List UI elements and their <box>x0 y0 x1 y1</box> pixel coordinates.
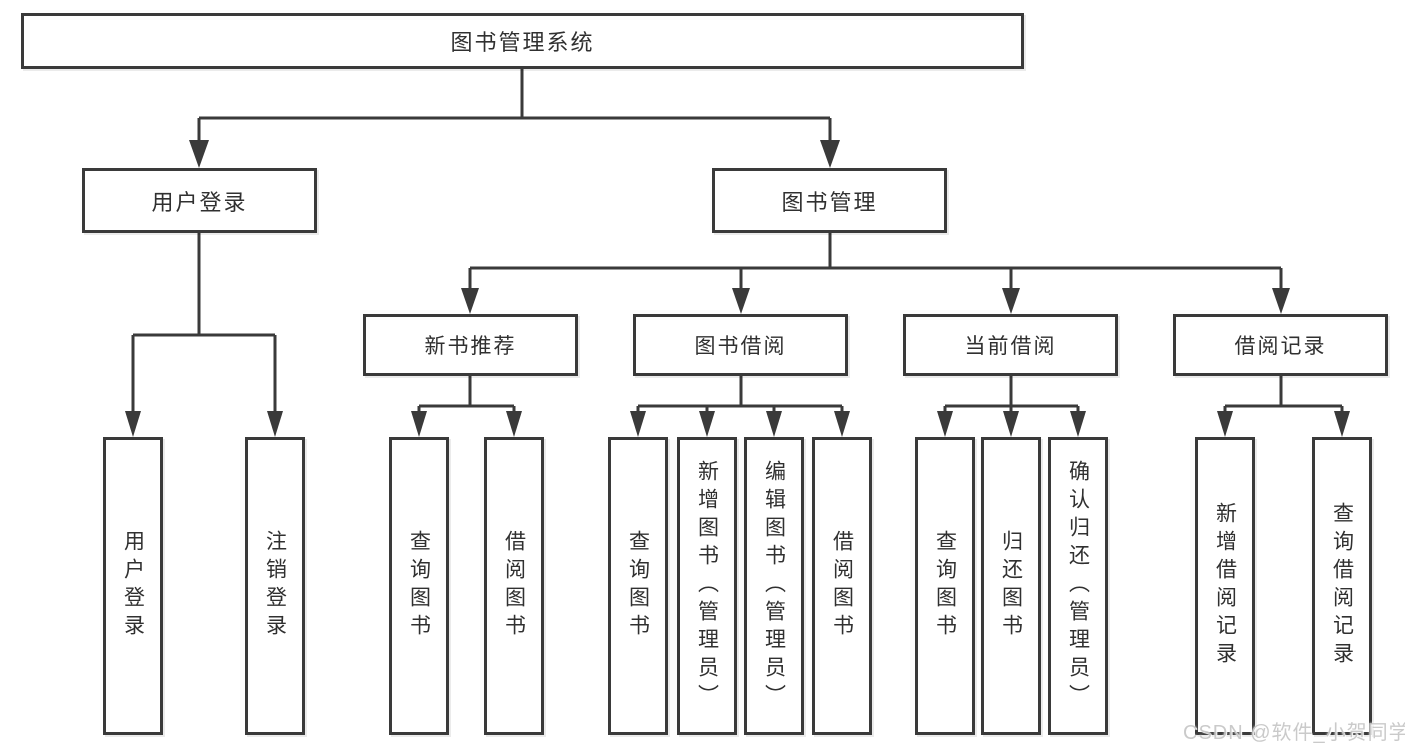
arrowhead-icon <box>1003 411 1019 437</box>
node-borrow-records: 借阅记录 <box>1173 314 1388 376</box>
arrowhead-icon <box>699 411 715 437</box>
leaf-query-books-borrow: 查询图书 <box>608 437 668 735</box>
node-label: 图书管理系统 <box>450 30 595 55</box>
arrowhead-icon <box>267 411 283 437</box>
arrowhead-icon <box>461 288 479 314</box>
leaf-add-borrow-record: 新增借阅记录 <box>1195 437 1255 735</box>
node-label: 借阅图书 <box>830 530 854 642</box>
node-label: 查询借阅记录 <box>1330 502 1354 670</box>
leaf-borrow-books-recommend: 借阅图书 <box>484 437 544 735</box>
node-current-borrow: 当前借阅 <box>903 314 1118 376</box>
node-label: 查询图书 <box>933 530 957 642</box>
arrowhead-icon <box>732 288 750 314</box>
arrowhead-icon <box>1272 288 1290 314</box>
leaf-logout: 注销登录 <box>245 437 305 735</box>
arrowhead-icon <box>1002 288 1020 314</box>
node-label: 注销登录 <box>263 530 287 642</box>
arrowhead-icon <box>506 411 522 437</box>
arrowhead-icon <box>411 411 427 437</box>
arrowhead-icon <box>125 411 141 437</box>
node-label: 确认归还（管理员） <box>1066 460 1090 712</box>
node-label: 用户登录 <box>121 530 145 642</box>
leaf-query-borrow-record: 查询借阅记录 <box>1312 437 1372 735</box>
node-user-login: 用户登录 <box>82 168 317 233</box>
watermark: CSDN @软件_小贺同学 <box>1183 722 1405 744</box>
node-label: 用户登录 <box>151 189 248 215</box>
leaf-return-book: 归还图书 <box>981 437 1041 735</box>
arrowhead-icon <box>937 411 953 437</box>
node-label: 借阅记录 <box>1234 335 1327 358</box>
arrowhead-icon <box>189 140 209 168</box>
node-root: 图书管理系统 <box>21 13 1024 69</box>
arrowhead-icon <box>820 140 840 168</box>
node-new-book-recommend: 新书推荐 <box>363 314 578 376</box>
leaf-edit-book-admin: 编辑图书（管理员） <box>744 437 804 735</box>
arrowhead-icon <box>1217 411 1233 437</box>
node-label: 查询图书 <box>626 530 650 642</box>
node-book-management: 图书管理 <box>712 168 947 233</box>
leaf-confirm-return-admin: 确认归还（管理员） <box>1048 437 1108 735</box>
node-label: 编辑图书（管理员） <box>762 460 786 712</box>
arrowhead-icon <box>1334 411 1350 437</box>
node-label: 新书推荐 <box>424 335 517 358</box>
arrowhead-icon <box>630 411 646 437</box>
arrowhead-icon <box>1070 411 1086 437</box>
node-label: 查询图书 <box>407 530 431 642</box>
node-label: 借阅图书 <box>502 530 526 642</box>
node-label: 归还图书 <box>999 530 1023 642</box>
leaf-user-login: 用户登录 <box>103 437 163 735</box>
leaf-query-books-recommend: 查询图书 <box>389 437 449 735</box>
node-book-borrow: 图书借阅 <box>633 314 848 376</box>
leaf-query-books-current: 查询图书 <box>915 437 975 735</box>
leaf-add-book-admin: 新增图书（管理员） <box>677 437 737 735</box>
node-label: 新增图书（管理员） <box>695 460 719 712</box>
node-label: 新增借阅记录 <box>1213 502 1237 670</box>
arrowhead-icon <box>834 411 850 437</box>
node-label: 当前借阅 <box>964 335 1057 358</box>
node-label: 图书管理 <box>781 189 878 215</box>
arrowhead-icon <box>766 411 782 437</box>
node-label: 图书借阅 <box>694 335 787 358</box>
leaf-borrow-books: 借阅图书 <box>812 437 872 735</box>
